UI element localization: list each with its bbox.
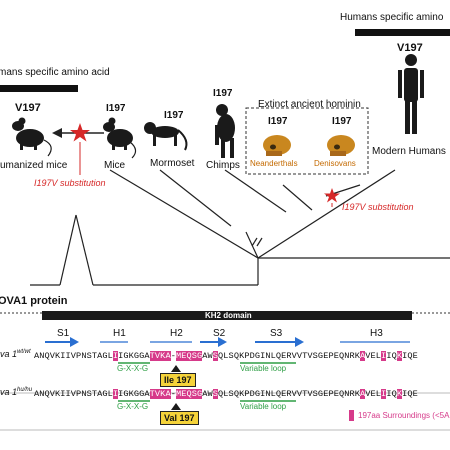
- domain-label: KH2 domain: [205, 311, 252, 320]
- left-title: mans specific amino acid: [0, 67, 110, 78]
- sequence-segment: -: [170, 351, 176, 361]
- structure-label-s1: S1: [57, 328, 70, 339]
- highlighted-residue: TVKA: [149, 351, 171, 361]
- modern-humans-label: Modern Humans: [372, 146, 446, 157]
- sequence-segment: AW: [202, 389, 213, 399]
- highlighted-residue: MEQSG: [175, 389, 203, 399]
- sequence-segment: AW: [202, 351, 213, 361]
- extinct-hominin-box: [245, 107, 369, 175]
- sequence-wt: ANQVKIIVPNSTAGLIIGKGGATVKA-MEQSGAWSQLSQK…: [34, 351, 418, 361]
- sequence-segment: IGKGGA: [118, 389, 150, 399]
- legend-label: 197aa Surroundings (<5A: [358, 411, 450, 420]
- sequence-segment: QLSQKPDGINLQERVVTVSGEPEQNRK: [218, 351, 360, 361]
- genotype-wt-label: va 1wt/wt: [0, 349, 31, 359]
- extinct-box-title: Extinct ancient hominin: [258, 99, 361, 110]
- star-left: [70, 123, 90, 142]
- highlighted-residue: S: [212, 389, 219, 399]
- highlighted-residue: A: [360, 351, 366, 361]
- modern-humans-residue: V197: [397, 42, 423, 54]
- structure-label-s2: S2: [213, 328, 226, 339]
- loop-hu-label: Variable loop: [240, 402, 287, 411]
- sequence-segment: -: [170, 389, 176, 399]
- denisovan-skull-icon: [327, 135, 355, 156]
- denisovans-label: Denisovans: [314, 159, 356, 168]
- chimps-label: Chimps: [206, 160, 240, 171]
- star-right: [324, 188, 340, 203]
- mice-label: Mice: [104, 160, 126, 171]
- sequence-segment: IGKGGA: [118, 351, 150, 361]
- highlighted-residue: I: [112, 351, 119, 361]
- motif-wt-label: G-X-X-G: [117, 364, 149, 373]
- sequence-segment: IQ: [386, 389, 397, 399]
- marmoset-icon: [144, 122, 188, 151]
- highlighted-residue: I: [381, 351, 387, 361]
- structure-label-h1: H1: [113, 328, 126, 339]
- highlighted-residue: I: [381, 389, 387, 399]
- structure-label-s3: S3: [270, 328, 283, 339]
- legend-swatch: [349, 410, 354, 421]
- tree-branches: [30, 169, 450, 286]
- loop-wt-label: Variable loop: [240, 364, 287, 373]
- highlighted-residue: I: [112, 389, 119, 399]
- highlighted-residue: K: [396, 389, 403, 399]
- top-right-title: Humans specific amino: [340, 12, 444, 23]
- chimp-icon: [215, 104, 235, 158]
- chimps-residue: I197: [213, 88, 233, 99]
- neanderthals-label: Neanderthals: [250, 159, 298, 168]
- genotype-hu-label: va 1hu/hu: [0, 387, 33, 397]
- neanderthal-skull-icon: [263, 135, 291, 156]
- sequence-segment: IQE: [402, 389, 418, 399]
- motif-hu-label: G-X-X-G: [117, 402, 149, 411]
- humanized-mice-label: umanized mice: [0, 160, 68, 171]
- sequence-segment: IQE: [402, 351, 418, 361]
- substitution-left-label: I197V substitution: [34, 178, 106, 188]
- sequence-hu: ANQVKIIVPNSTAGLIIGKGGATVKA-MEQSGAWSQLSQK…: [34, 389, 418, 399]
- neanderthals-residue: I197: [268, 116, 288, 127]
- sequence-segment: ANQVKIIVPNSTAGL: [34, 351, 113, 361]
- left-bar: [0, 85, 78, 92]
- residue-box-ile: Ile 197: [160, 373, 196, 387]
- highlighted-residue: TVKA: [149, 389, 171, 399]
- denisovans-residue: I197: [332, 116, 352, 127]
- humanized-mice-residue: V197: [15, 102, 41, 114]
- highlighted-residue: K: [396, 351, 403, 361]
- protein-title: OVA1 protein: [0, 295, 68, 307]
- highlighted-residue: A: [360, 389, 366, 399]
- secondary-structure-elements: [45, 337, 410, 347]
- kh2-domain-bar: [42, 311, 412, 320]
- residue-box-val: Val 197: [160, 411, 199, 425]
- highlighted-residue: S: [212, 351, 219, 361]
- sequence-segment: QLSQKPDGINLQERVVTVSGEPEQNRK: [218, 389, 360, 399]
- structure-label-h2: H2: [170, 328, 183, 339]
- sequence-segment: IQ: [386, 351, 397, 361]
- sequence-segment: VEL: [365, 351, 382, 361]
- mouse-icon: [103, 117, 137, 159]
- marmoset-residue: I197: [164, 110, 184, 121]
- sequence-segment: ANQVKIIVPNSTAGL: [34, 389, 113, 399]
- top-right-bar: [355, 29, 450, 36]
- sequence-segment: VEL: [365, 389, 382, 399]
- marmoset-label: Mormoset: [150, 158, 195, 169]
- branch-break-marks: [251, 237, 263, 247]
- highlighted-residue: MEQSG: [175, 351, 203, 361]
- mice-residue: I197: [106, 103, 126, 114]
- structure-label-h3: H3: [370, 328, 383, 339]
- human-icon: [398, 54, 424, 134]
- substitution-right-label: I197V substitution: [342, 202, 414, 212]
- humanized-mouse-icon: [12, 117, 52, 157]
